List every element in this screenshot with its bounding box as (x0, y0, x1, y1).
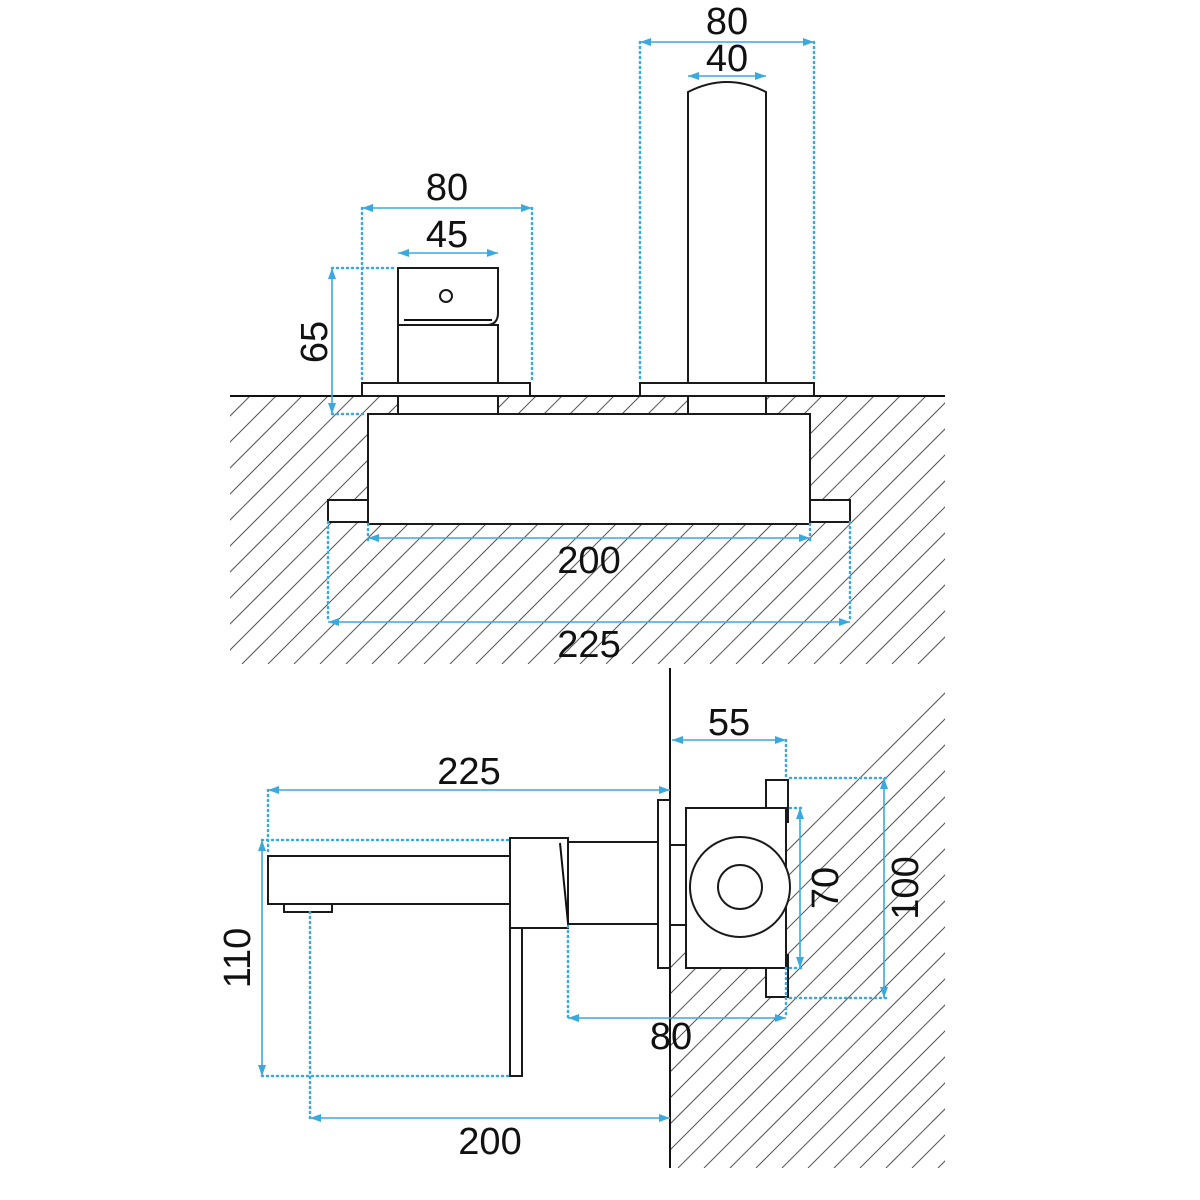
escutcheon-side (657, 799, 671, 969)
dim-box-depth: 55 (708, 702, 750, 744)
dim-body-length: 80 (650, 1016, 692, 1058)
dim-spout-height: 110 (217, 928, 259, 989)
spout-stem (687, 395, 767, 415)
dim-spout-outer-width: 80 (706, 1, 748, 43)
front-view (230, 81, 945, 664)
dim-spout-projection: 225 (437, 751, 500, 793)
spout-aerator (283, 903, 333, 913)
valve-cartridge-icon (717, 864, 763, 910)
handle-stem (397, 395, 499, 415)
spout-body-front (687, 81, 767, 384)
concealed-box-front (367, 413, 811, 525)
side-view (267, 668, 945, 1168)
dim-handle-outer-width: 80 (426, 167, 468, 209)
dimension-lines (258, 38, 888, 1122)
valve-body-side (567, 841, 659, 925)
dim-spout-width: 40 (706, 38, 748, 80)
spout-escutcheon (639, 382, 815, 397)
dim-handle-height: 65 (294, 321, 336, 363)
spout-body-side (267, 855, 511, 905)
dim-box-width: 200 (557, 540, 620, 582)
dim-inner-height: 70 (805, 867, 847, 909)
handle-escutcheon (361, 382, 531, 397)
lever-handle-side (509, 927, 523, 1077)
handle-indicator-icon (439, 289, 453, 303)
handle-body (397, 324, 499, 384)
body-connector (669, 844, 687, 926)
dim-box-total-width: 225 (557, 624, 620, 666)
dim-handle-width: 45 (426, 214, 468, 256)
lever-head-side (509, 837, 569, 929)
dimension-labels: 80 40 80 45 65 200 225 225 55 70 100 110… (217, 1, 927, 1163)
dim-spout-reach: 200 (458, 1121, 521, 1163)
lever-head-edge (559, 842, 569, 924)
dim-outer-height: 100 (885, 856, 927, 919)
